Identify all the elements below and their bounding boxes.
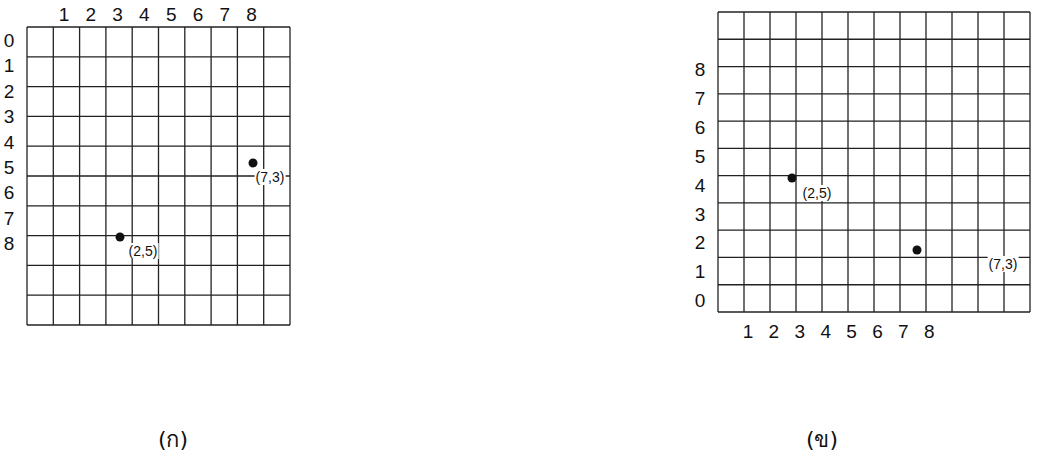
axis-number: 0: [4, 31, 15, 50]
grid-line: [718, 257, 1030, 258]
axis-number: 1: [695, 262, 706, 281]
grid-line: [718, 11, 1030, 12]
grid-line: [27, 205, 290, 206]
grid-line: [27, 146, 290, 147]
axis-number: 8: [4, 234, 15, 253]
axis-number: 1: [4, 56, 15, 75]
axis-number: 7: [4, 208, 15, 227]
axis-number: 3: [695, 204, 706, 223]
axis-number: 4: [4, 132, 15, 151]
grid-line: [27, 295, 290, 296]
axis-number: 6: [695, 117, 706, 136]
grid-line: [27, 235, 290, 236]
grid-line: [718, 120, 1030, 121]
grid-line: [27, 86, 290, 87]
grid-line: [718, 284, 1030, 285]
axis-number: 7: [898, 322, 909, 341]
axis-number: 5: [166, 5, 177, 24]
axis-number: 4: [695, 175, 706, 194]
grid-line: [795, 12, 796, 312]
grid-line: [718, 175, 1030, 176]
grid-line: [925, 12, 926, 312]
grid-line: [718, 39, 1030, 40]
axis-number: 6: [193, 5, 204, 24]
grid-line: [718, 148, 1030, 149]
point-dot: [788, 174, 797, 183]
axis-number: 8: [246, 5, 257, 24]
grid-line: [27, 56, 290, 57]
axis-number: 0: [695, 291, 706, 310]
axis-number: 6: [872, 322, 883, 341]
grid-line: [743, 12, 744, 312]
grid-line: [847, 12, 848, 312]
axis-number: 3: [795, 322, 806, 341]
grid-line: [27, 265, 290, 266]
axis-number: 4: [820, 322, 831, 341]
grid-line: [718, 202, 1030, 203]
axis-number: 3: [112, 5, 123, 24]
axis-number: 1: [59, 5, 70, 24]
grid-line: [769, 12, 770, 312]
point-label: (2,5): [128, 243, 159, 259]
point-label: (7,3): [988, 256, 1019, 272]
point-dot: [249, 159, 258, 168]
grid-line: [873, 12, 874, 312]
grid-line: [821, 12, 822, 312]
axis-number: 8: [924, 322, 935, 341]
grid-line: [27, 175, 290, 176]
grid-line: [27, 26, 290, 27]
axis-number: 6: [4, 183, 15, 202]
grid-line: [718, 66, 1030, 67]
grid-line: [27, 116, 290, 117]
point-label: (2,5): [802, 185, 833, 201]
axis-number: 2: [769, 322, 780, 341]
grid-line: [718, 230, 1030, 231]
axis-number: 2: [86, 5, 97, 24]
grid-line: [718, 311, 1030, 312]
grid-line: [899, 12, 900, 312]
axis-number: 5: [695, 146, 706, 165]
grid-line: [717, 12, 718, 312]
axis-number: 3: [4, 107, 15, 126]
grid-line: [951, 12, 952, 312]
point-dot: [116, 233, 125, 242]
point-label: (7,3): [255, 169, 286, 185]
axis-number: 4: [139, 5, 150, 24]
axis-number: 7: [220, 5, 231, 24]
grid-line: [1029, 12, 1030, 312]
axis-number: 8: [695, 60, 706, 79]
figure-caption: (ข): [806, 429, 838, 451]
grid-line: [27, 324, 290, 325]
figure-caption: (ก): [158, 429, 188, 451]
axis-number: 2: [695, 233, 706, 252]
axis-number: 2: [4, 81, 15, 100]
grid-line: [977, 12, 978, 312]
axis-number: 7: [695, 88, 706, 107]
axis-number: 1: [743, 322, 754, 341]
point-dot: [913, 246, 922, 255]
axis-number: 5: [4, 158, 15, 177]
grid-line: [718, 93, 1030, 94]
axis-number: 5: [846, 322, 857, 341]
